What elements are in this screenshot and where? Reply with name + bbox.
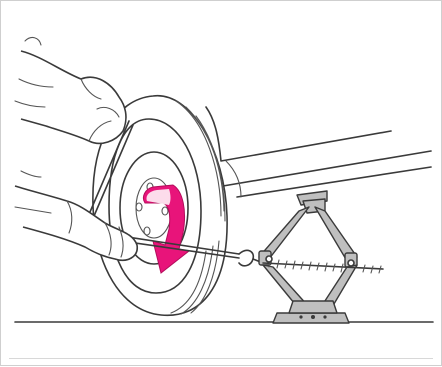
frame-bottom-border <box>9 358 433 359</box>
upper-hand <box>15 38 126 144</box>
car-body <box>206 107 431 197</box>
scissor-jack-icon <box>259 191 383 323</box>
